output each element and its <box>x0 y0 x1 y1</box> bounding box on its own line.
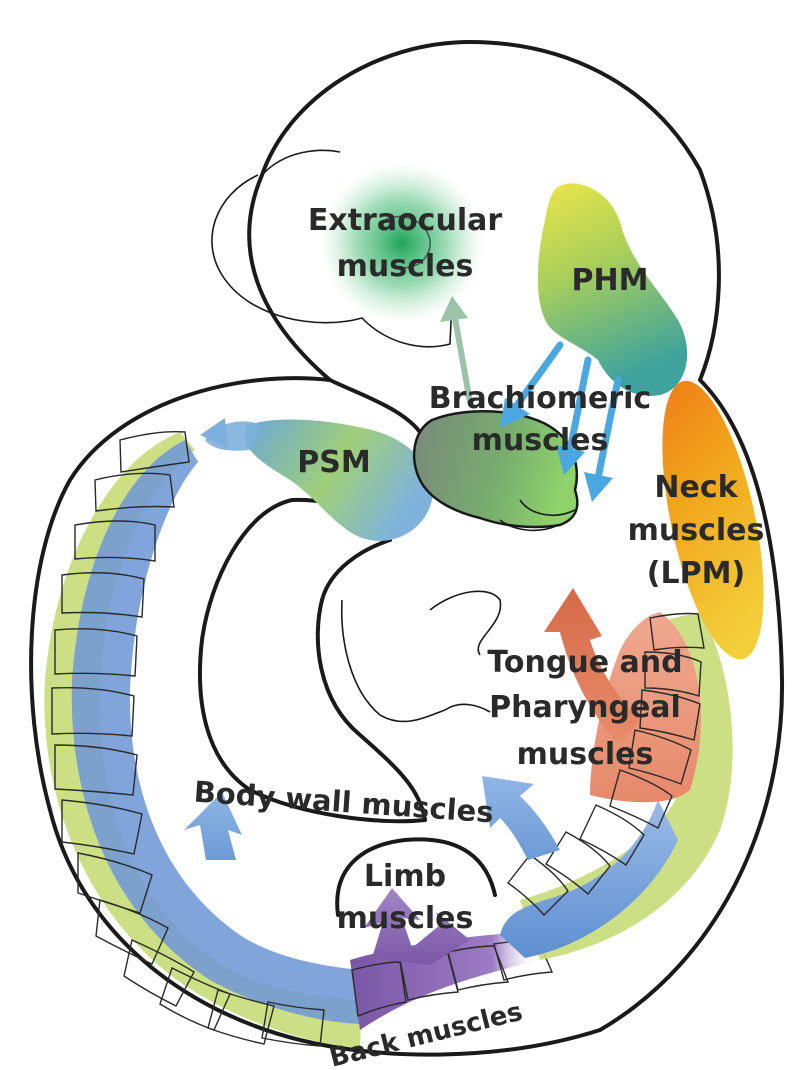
extraocular-muscles-region <box>320 163 484 323</box>
head-fold-line <box>262 150 340 175</box>
branchiomeric-label-line1: Brachiomeric <box>429 381 651 416</box>
branchiomeric-label-line2: muscles <box>472 423 609 458</box>
psm-label: PSM <box>297 445 370 480</box>
extraocular-label-line1: Extraocular <box>308 203 503 238</box>
neck-label-line2: muscles <box>628 513 765 548</box>
psm-region <box>244 420 433 541</box>
limb-label-line1: Limb <box>364 859 446 894</box>
extraocular-label-line2: muscles <box>337 249 474 284</box>
somite-band-blue <box>72 440 362 1024</box>
phm-label: PHM <box>572 263 649 298</box>
body-wall-label: Body wall muscles <box>193 775 495 830</box>
neck-label-line1: Neck <box>654 470 738 505</box>
cardiac-cavity-outline <box>200 500 425 821</box>
tongue-label-line3: muscles <box>517 737 654 772</box>
tongue-label-line1: Tongue and <box>487 645 682 680</box>
body-wall-arrow-right <box>482 776 560 860</box>
neck-label-line3: (LPM) <box>647 556 745 591</box>
tongue-label-line2: Pharyngeal <box>489 690 681 725</box>
limb-label-line2: muscles <box>337 901 474 936</box>
inner-fold-line <box>342 600 490 721</box>
